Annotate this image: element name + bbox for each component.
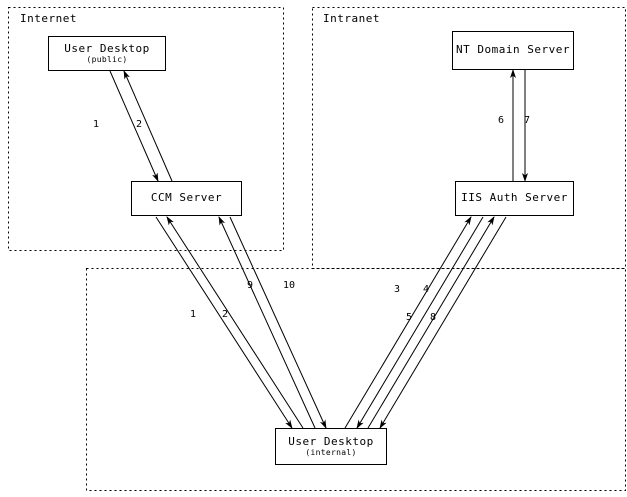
zone-border-internal-lan [86,268,626,491]
node-user-desktop-public[interactable]: User Desktop(public) [48,36,166,71]
edge-label-edge-5: 5 [406,312,413,323]
arrow-edge-2-internal [166,216,304,429]
edge-label-edge-10: 10 [283,280,296,291]
node-nt-domain-server[interactable]: NT Domain Server [452,31,574,70]
node-title-nt-domain-server: NT Domain Server [456,43,570,57]
arrow-edge-4 [356,216,484,429]
edge-label-edge-1-public: 1 [93,119,100,130]
node-user-desktop-internal[interactable]: User Desktop(internal) [275,428,387,465]
edge-label-edge-8: 8 [430,312,437,323]
edge-label-edge-3: 3 [394,284,401,295]
edge-label-edge-1-internal: 1 [190,309,197,320]
arrow-edge-5 [367,216,495,429]
node-ccm-server[interactable]: CCM Server [131,181,242,216]
edge-label-edge-2-public: 2 [136,119,143,130]
connection-arrows [109,69,528,429]
node-title-user-desktop-public: User Desktop [64,41,150,55]
arrow-edge-1-public [109,70,159,182]
edge-label-edge-9: 9 [247,280,254,291]
node-title-user-desktop-internal: User Desktop [288,434,374,448]
arrow-edge-1-internal [155,216,293,429]
zone-boundaries [8,7,626,491]
edge-label-edge-6: 6 [498,115,505,126]
node-title-iis-auth-server: IIS Auth Server [461,191,568,205]
node-subtitle-user-desktop-internal: (internal) [305,448,357,458]
node-title-ccm-server: CCM Server [150,191,223,205]
arrow-edge-9 [218,216,316,429]
arrow-edge-3 [344,216,472,429]
zone-label-internet: Internet [20,12,77,25]
zone-border-internet [8,7,284,251]
node-subtitle-user-desktop-public: (public) [86,55,128,65]
edge-label-edge-7: 7 [524,115,531,126]
edge-label-edge-2-internal: 2 [222,309,229,320]
zone-border-intranet [312,7,626,269]
arrow-edge-10 [229,216,327,429]
arrow-edge-8 [379,216,507,429]
zone-label-intranet: Intranet [323,12,380,25]
arrow-edge-2-public [123,70,173,182]
edge-label-edge-4: 4 [423,284,430,295]
node-iis-auth-server[interactable]: IIS Auth Server [455,181,574,216]
